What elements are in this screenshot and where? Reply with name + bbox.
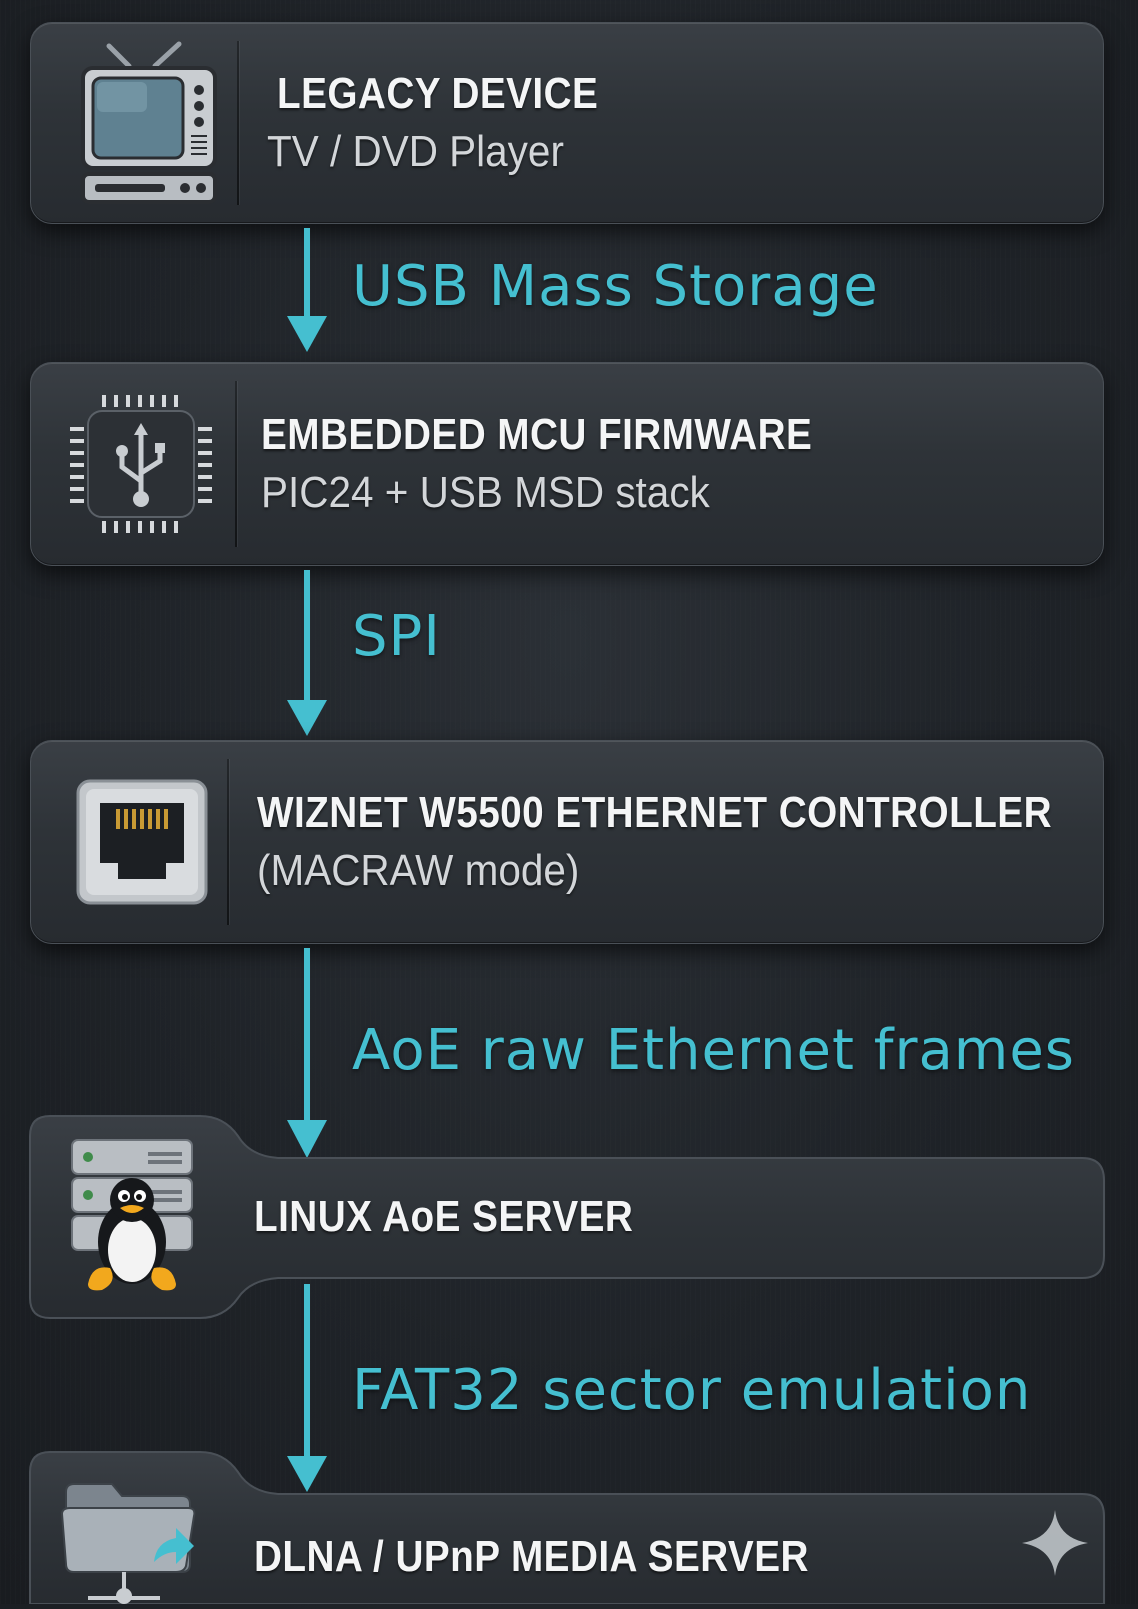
node-legacy-device: LEGACY DEVICE TV / DVD Player <box>30 22 1104 224</box>
card-divider <box>227 759 229 925</box>
ethernet-port-icon <box>59 741 225 943</box>
edge-label: SPI <box>352 604 441 669</box>
flow-arrow <box>287 948 327 1158</box>
node-ethernet-controller: WIZNET W5500 ETHERNET CONTROLLER (MACRAW… <box>30 740 1104 944</box>
node-title: WIZNET W5500 ETHERNET CONTROLLER <box>257 788 1052 837</box>
node-subtitle: TV / DVD Player <box>267 127 564 176</box>
network-folder-icon <box>58 1472 208 1604</box>
node-subtitle: PIC24 + USB MSD stack <box>261 468 710 517</box>
flow-arrow <box>287 570 327 736</box>
tv-icon <box>59 23 239 223</box>
node-title: EMBEDDED MCU FIRMWARE <box>261 410 813 459</box>
usb-chip-icon <box>55 363 227 565</box>
node-aoe-server-shape <box>29 1115 1105 1319</box>
edge-label: AoE raw Ethernet frames <box>352 1018 1075 1083</box>
node-aoe-server: LINUX AoE SERVER <box>28 1114 1106 1320</box>
card-divider <box>237 41 239 205</box>
node-subtitle: (MACRAW mode) <box>257 846 580 895</box>
node-media-server-shape <box>29 1451 1105 1604</box>
node-mcu-firmware: EMBEDDED MCU FIRMWARE PIC24 + USB MSD st… <box>30 362 1104 566</box>
node-title: DLNA / UPnP MEDIA SERVER <box>254 1532 809 1581</box>
node-text: LEGACY DEVICE TV / DVD Player <box>267 23 642 223</box>
edge-label: USB Mass Storage <box>352 254 879 319</box>
node-text: WIZNET W5500 ETHERNET CONTROLLER (MACRAW… <box>257 741 1138 943</box>
sparkle-icon <box>1022 1510 1088 1576</box>
flow-arrow <box>287 228 327 352</box>
node-text: EMBEDDED MCU FIRMWARE PIC24 + USB MSD st… <box>261 363 887 565</box>
card-divider <box>235 381 237 547</box>
node-title: LEGACY DEVICE <box>277 69 599 118</box>
node-media-server: DLNA / UPnP MEDIA SERVER <box>28 1450 1106 1604</box>
flow-arrow <box>287 1284 327 1492</box>
edge-label: FAT32 sector emulation <box>352 1358 1032 1423</box>
linux-server-icon <box>58 1134 218 1294</box>
node-title: LINUX AoE SERVER <box>254 1192 634 1241</box>
